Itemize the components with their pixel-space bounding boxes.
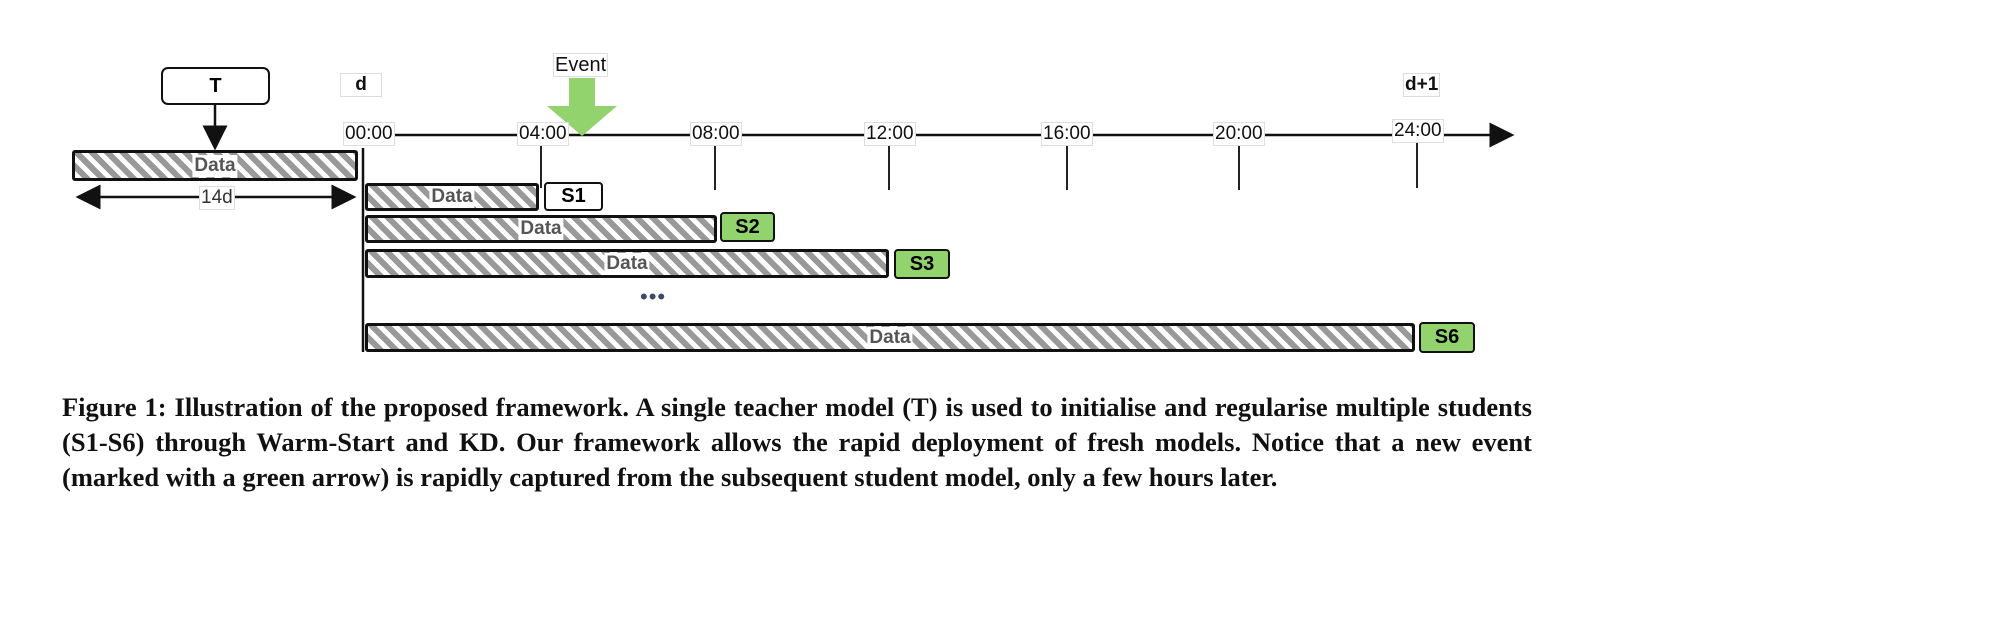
tick-label: 12:00 <box>864 122 916 146</box>
day-start-label: d <box>340 73 382 97</box>
data-label: Data <box>604 252 650 275</box>
tick-label: 20:00 <box>1213 122 1265 146</box>
day-end-label: d+1 <box>1403 73 1441 97</box>
tick-label: 00:00 <box>343 122 395 146</box>
student-box-s3: S3 <box>894 249 950 279</box>
student-box-s6: S6 <box>1419 322 1475 353</box>
figure-caption: Figure 1: Illustration of the proposed f… <box>62 392 1532 492</box>
data-label: Data <box>192 154 238 177</box>
ellipsis: ••• <box>640 284 667 309</box>
teacher-box: T <box>161 67 270 105</box>
teacher-data-bar: Data <box>72 150 358 181</box>
tick-24 <box>1416 140 1418 188</box>
tick-04 <box>540 140 542 188</box>
student-data-bar-s2: Data <box>365 215 717 243</box>
tick-20 <box>1238 140 1240 190</box>
tick-label: 08:00 <box>690 122 742 146</box>
tick-16 <box>1066 140 1068 190</box>
student-data-bar-s3: Data <box>365 249 889 278</box>
student-data-bar-s1: Data <box>365 183 539 211</box>
tick-label: 24:00 <box>1392 119 1444 143</box>
event-arrow-icon <box>547 78 617 136</box>
tick-label: 04:00 <box>517 122 569 146</box>
data-label: Data <box>429 186 475 208</box>
event-label: Event <box>553 53 609 77</box>
data-label: Data <box>518 218 564 240</box>
tick-label: 16:00 <box>1041 122 1093 146</box>
window-label: 14d <box>199 186 235 210</box>
tick-08 <box>714 140 716 190</box>
data-label: Data <box>867 326 913 349</box>
tick-12 <box>888 140 890 190</box>
student-data-bar-s6: Data <box>365 323 1415 352</box>
student-box-s2: S2 <box>720 212 775 242</box>
student-box-s1: S1 <box>544 182 603 211</box>
